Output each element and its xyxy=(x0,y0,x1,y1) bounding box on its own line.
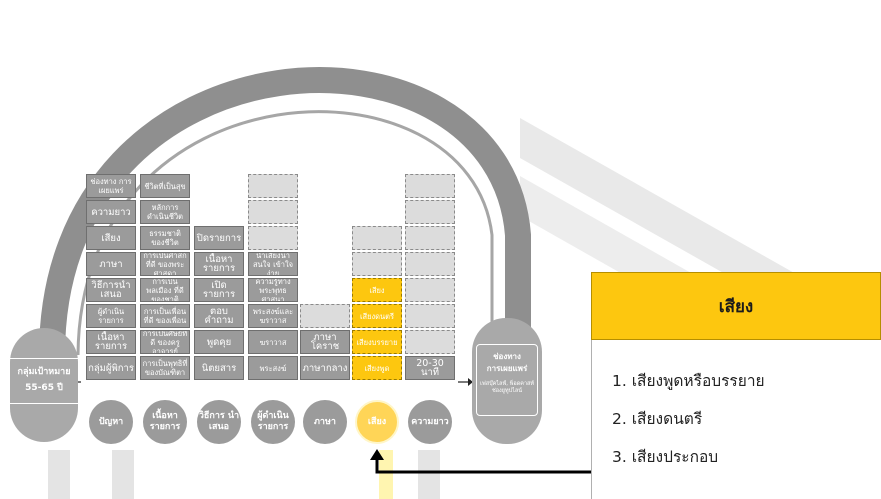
empty-box-length xyxy=(405,174,455,198)
empty-box-language xyxy=(300,304,350,328)
empty-box-host xyxy=(248,200,298,224)
box-length-1: 20-30 นาที xyxy=(405,356,455,380)
connector-line xyxy=(375,456,591,474)
box-problem-4: วิธีการนำเสนอ xyxy=(86,278,136,302)
headband-arc xyxy=(39,67,531,356)
box-problem-7: ความยาว xyxy=(86,200,136,224)
empty-box-sound xyxy=(352,226,402,250)
box-content-1: การเป็นพุทธิที่ ของบัณฑิตา xyxy=(140,356,190,380)
circle-host: ผู้ดำเนิน รายการ xyxy=(251,400,295,444)
box-problem-3: ผู้ดำเนินรายการ xyxy=(86,304,136,328)
circle-method: วิธีการ นำเสนอ xyxy=(197,400,241,444)
channel-label-1: ช่องทาง xyxy=(493,352,521,361)
box-content-5: การเป็นศาสกที่ดี ของพระศาสดา xyxy=(140,252,190,276)
box-host-4: ความรู้ทาง พระพุทธศาสนา xyxy=(248,278,298,302)
legend-item-3: 3. เสียงประกอบ xyxy=(612,448,719,466)
box-host-5: น้ำเสียงน่าสนใจ เข้าใจง่าย xyxy=(248,252,298,276)
box-problem-5: ภาษา xyxy=(86,252,136,276)
left-ear-cup xyxy=(10,328,78,442)
box-method-6: ปิดรายการ xyxy=(194,226,244,250)
box-method-3: ตอบคำถาม xyxy=(194,304,244,328)
target-group-label: กลุ่มเป้าหมาย xyxy=(17,367,71,377)
empty-box-host xyxy=(248,174,298,198)
box-content-7: หลักการ ดำเนินชีวิต xyxy=(140,200,190,224)
background-stripe xyxy=(48,450,70,499)
connector-arrowhead xyxy=(370,449,384,460)
circle-sound: เสียง xyxy=(355,400,399,444)
circle-problem: ปัญหา xyxy=(89,400,133,444)
target-group-age: 55-65 ปี xyxy=(25,383,63,393)
box-method-4: เปิดรายการ xyxy=(194,278,244,302)
legend-title: เสียง xyxy=(591,272,881,340)
box-content-2: การเป็นศิษย์ที่ดี ของครูอาจารย์ xyxy=(140,330,190,354)
empty-box-length xyxy=(405,330,455,354)
box-sound-1: เสียงพูด xyxy=(352,356,402,380)
channel-frame xyxy=(476,344,538,416)
box-problem-2: เนื้อหารายการ xyxy=(86,330,136,354)
empty-box-length xyxy=(405,252,455,276)
box-sound-2: เสียงบรรยาย xyxy=(352,330,402,354)
empty-box-host xyxy=(248,226,298,250)
empty-box-length xyxy=(405,226,455,250)
box-content-8: ชีวิตที่เป็นสุข xyxy=(140,174,190,198)
empty-box-length xyxy=(405,278,455,302)
box-problem-1: กลุ่มผู้พิการ xyxy=(86,356,136,380)
empty-box-sound xyxy=(352,252,402,276)
channel-detail: เฟสบุ๊คไลฟ์, พ็อดคาสท์ ช่องยูทูปไลน์ xyxy=(479,381,535,394)
highlight-stripe xyxy=(379,450,393,499)
box-content-4: การเป็นพลเมือง ที่ดีของชาติ xyxy=(140,278,190,302)
box-content-6: ธรรมชาติ ของชีวิต xyxy=(140,226,190,250)
channel-label-2: การเผยแพร่ xyxy=(486,364,528,373)
empty-box-length xyxy=(405,200,455,224)
box-method-2: พูดคุย xyxy=(194,330,244,354)
box-host-1: พระสงฆ์ xyxy=(248,356,298,380)
box-language-2: ภาษาโคราช xyxy=(300,330,350,354)
right-arrowhead xyxy=(468,378,473,386)
box-problem-8: ช่องทาง การเผยแพร่ xyxy=(86,174,136,198)
background-stripe xyxy=(112,450,134,499)
box-sound-3: เสียงดนตรี xyxy=(352,304,402,328)
box-host-2: ฆราวาส xyxy=(248,330,298,354)
box-method-1: นิตยสาร xyxy=(194,356,244,380)
background-stripe xyxy=(418,450,440,499)
circle-content: เนื้อหา รายการ xyxy=(143,400,187,444)
empty-box-length xyxy=(405,304,455,328)
legend-panel: 1. เสียงพูดหรือบรรยาย 2. เสียงดนตรี 3. เ… xyxy=(591,340,881,499)
target-group-frame xyxy=(6,358,82,404)
right-ear-cup xyxy=(472,318,542,444)
box-sound-4: เสียง xyxy=(352,278,402,302)
box-content-3: การเป็นเพื่อนที่ดี ของเพื่อน xyxy=(140,304,190,328)
box-host-3: พระสงฆ์และ ฆราวาส xyxy=(248,304,298,328)
box-problem-6: เสียง xyxy=(86,226,136,250)
box-method-5: เนื้อหารายการ xyxy=(194,252,244,276)
circle-length: ความยาว xyxy=(408,400,452,444)
legend-item-2: 2. เสียงดนตรี xyxy=(612,410,703,428)
box-language-1: ภาษากลาง xyxy=(300,356,350,380)
circle-language: ภาษา xyxy=(303,400,347,444)
legend-item-1: 1. เสียงพูดหรือบรรยาย xyxy=(612,372,765,390)
